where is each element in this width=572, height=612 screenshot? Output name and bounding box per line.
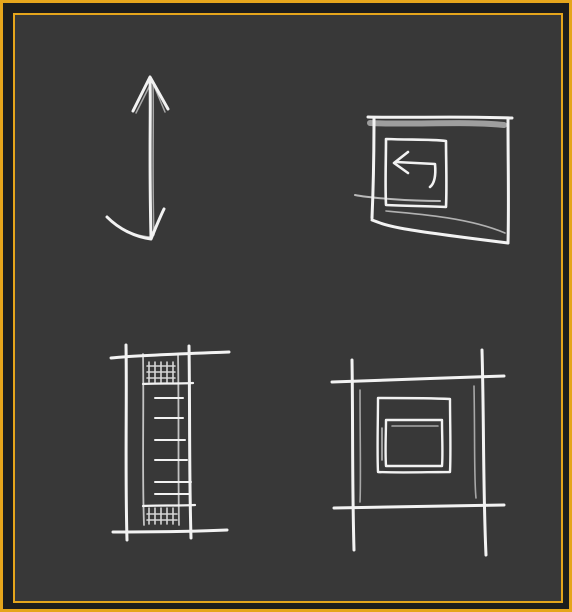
chalkboard xyxy=(13,13,563,603)
move-to-window-icon xyxy=(290,15,563,310)
nested-frame-icon xyxy=(290,310,563,603)
vertical-resize-arrow-icon xyxy=(15,15,290,310)
vertical-scrollbar-column-icon xyxy=(15,310,290,603)
